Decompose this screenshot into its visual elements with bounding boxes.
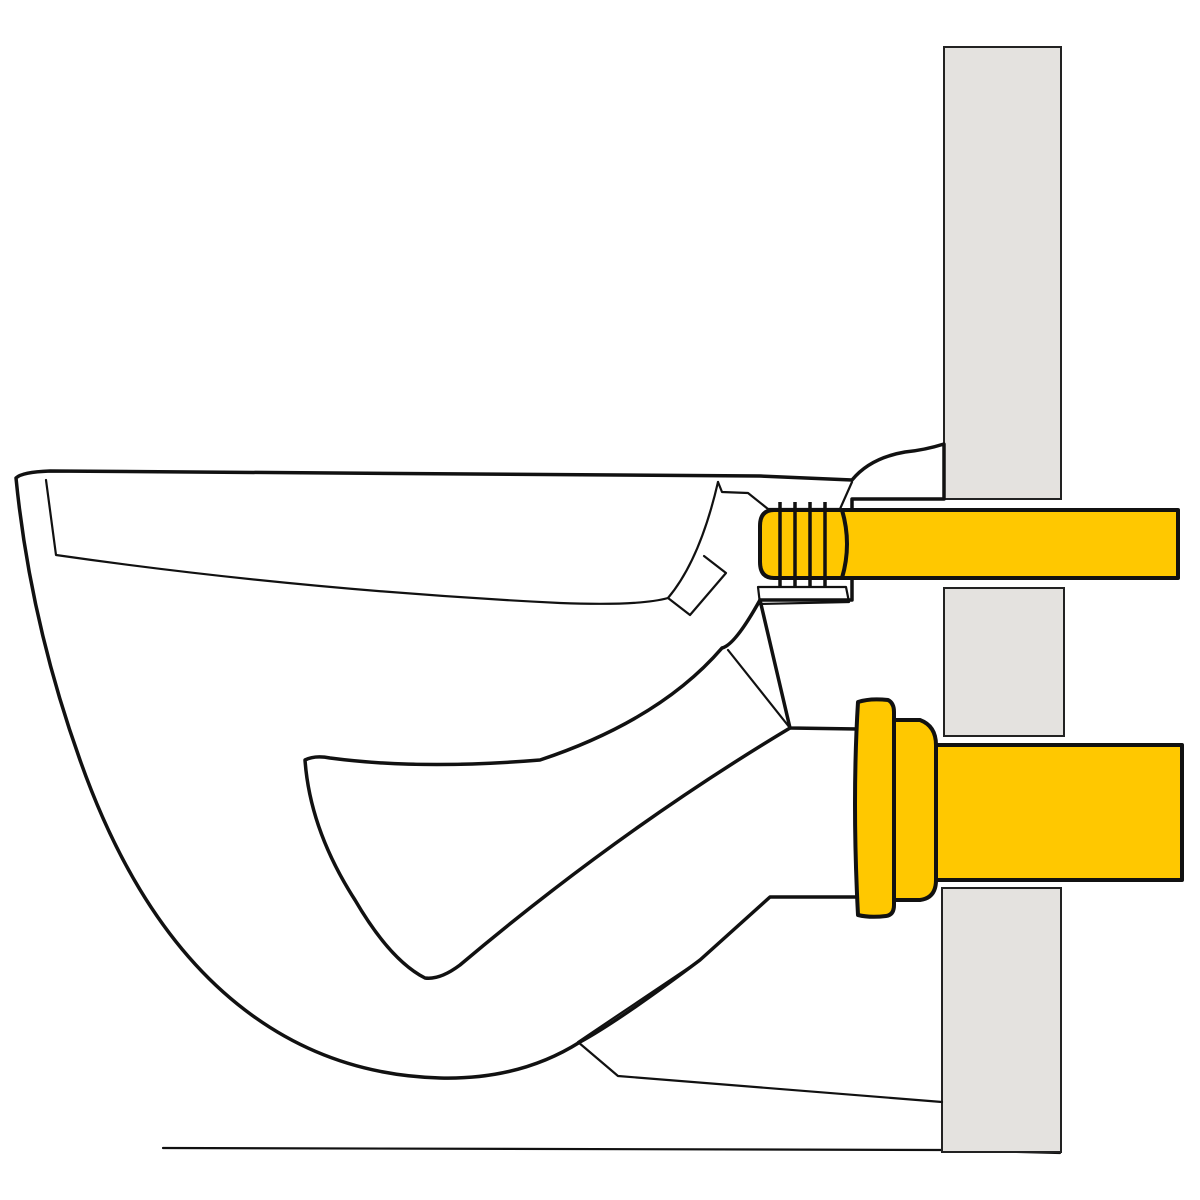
flush-spreader bbox=[666, 554, 728, 617]
inlet-ribbed-seal bbox=[758, 508, 849, 580]
toilet-bowl-body bbox=[14, 442, 946, 1080]
outlet-horn-lower bbox=[576, 895, 860, 1044]
outlet-pipe bbox=[933, 743, 1184, 882]
bowl-rim-line bbox=[44, 478, 720, 605]
outlet-collar bbox=[891, 718, 938, 902]
outlet-flange bbox=[853, 697, 896, 919]
inlet-connector bbox=[758, 502, 1180, 586]
inlet-pipe bbox=[836, 508, 1180, 580]
floor-line bbox=[161, 1146, 1062, 1155]
wall-segment-upper bbox=[943, 46, 1062, 500]
outlet-connector bbox=[853, 697, 1184, 919]
bowl-base-bracket bbox=[576, 1040, 944, 1104]
wall-segment-middle bbox=[943, 587, 1065, 737]
inlet-seal-ribs bbox=[778, 502, 827, 586]
wall-segment-lower bbox=[941, 887, 1062, 1153]
inlet-socket-top bbox=[716, 480, 854, 511]
trap-cavity bbox=[303, 598, 792, 980]
inlet-socket-bottom bbox=[756, 585, 851, 606]
wall bbox=[941, 46, 1065, 1153]
trap-inlet-edge bbox=[726, 648, 792, 730]
